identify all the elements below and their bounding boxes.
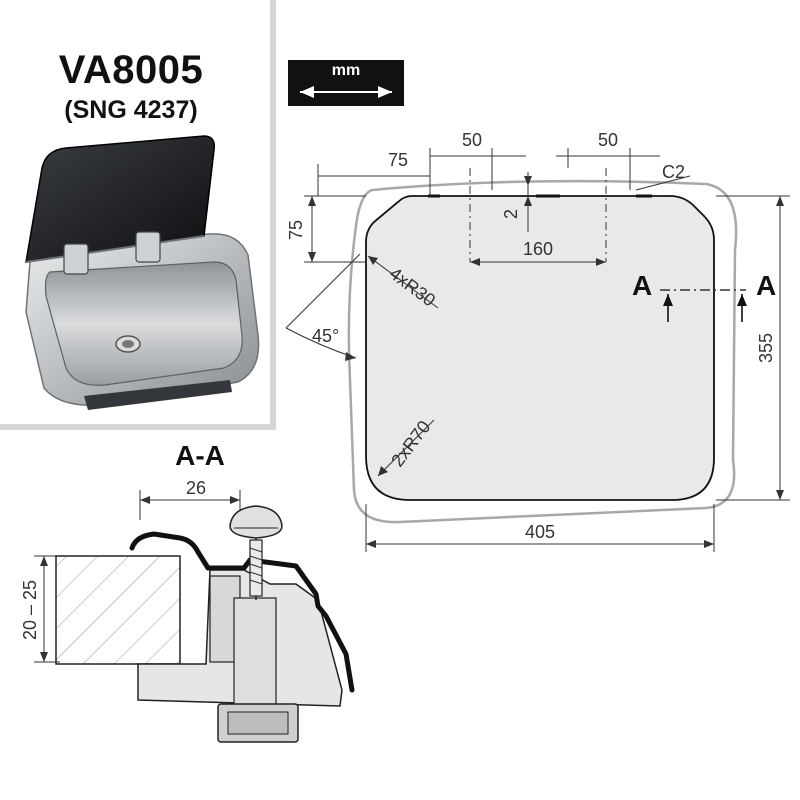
dim-height: 355 [756, 333, 776, 363]
dim-left-offset: 75 [388, 150, 408, 170]
unit-arrow [300, 86, 392, 98]
sink-photo [25, 135, 260, 410]
dim-angle: 45° [312, 326, 339, 346]
dim-notch-left: 50 [462, 130, 482, 150]
dim-worktop-thickness: 20 – 25 [20, 580, 40, 640]
dim-notch-depth: 2 [501, 209, 521, 219]
cutout-outline [347, 179, 738, 524]
unit-label: mm [331, 62, 361, 79]
screw-knob [229, 505, 283, 539]
unit-badge [288, 60, 404, 106]
model-number: VA8005 [58, 48, 204, 92]
section-marker-right: A [756, 270, 777, 301]
worktop-section [55, 555, 181, 665]
dim-chamfer: C2 [662, 162, 685, 182]
dim-rim-width: 26 [186, 478, 206, 498]
section-title: A-A [175, 440, 225, 471]
sink-rim-profile [129, 531, 355, 693]
dim-notch-right: 50 [598, 130, 618, 150]
dim-top-offset: 75 [286, 220, 306, 240]
dim-notch-spacing: 160 [523, 239, 553, 259]
sink-outline [365, 195, 715, 501]
section-marker-left: A [632, 270, 653, 301]
dim-width: 405 [525, 522, 555, 542]
product-code: (SNG 4237) [64, 96, 198, 124]
